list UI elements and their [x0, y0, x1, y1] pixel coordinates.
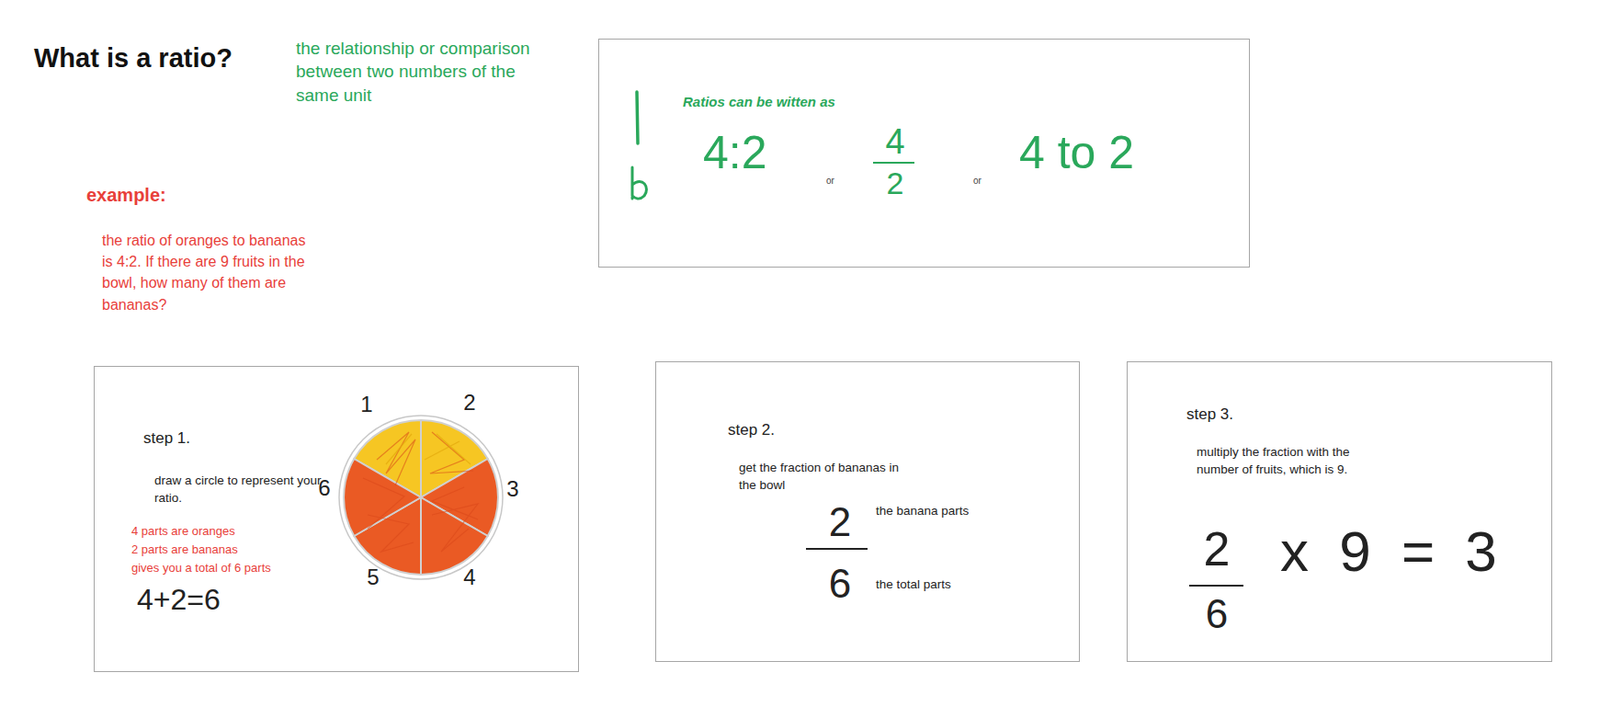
definition-text: the relationship or comparison between t… — [295, 36, 537, 107]
slice-number: 6 — [311, 476, 338, 500]
step-text: get the fraction of bananas in the bowl — [738, 459, 918, 495]
step-box: step 3. multiply the fraction with the nu… — [1126, 361, 1553, 662]
step-text: draw a circle to represent your ratio. — [154, 472, 322, 508]
annotation: the banana parts — [875, 503, 969, 519]
multiplication: x 9 = 3 — [1280, 522, 1498, 580]
annotation: the total parts — [875, 577, 952, 592]
step-box: step 2. get the fraction of bananas in th… — [655, 361, 1080, 662]
sum-equation: 4+2=6 — [136, 583, 221, 616]
fraction-bar — [1189, 584, 1244, 587]
numerator: 4 — [873, 124, 917, 159]
circle-outline — [339, 415, 503, 579]
fraction-bar — [805, 547, 868, 550]
colon-ratio: 4:2 — [703, 129, 768, 176]
step-heading: step 1. — [143, 429, 191, 448]
page-title: What is a ratio? — [34, 42, 233, 75]
note-line: 4 parts are oranges — [131, 523, 236, 539]
word-ratio: 4 to 2 — [1019, 129, 1135, 176]
scribble-mark — [632, 167, 647, 199]
ratio-circle — [339, 415, 503, 579]
denominator: 6 — [814, 563, 866, 604]
step-box: step 1. draw a circle to represent your r… — [93, 365, 579, 672]
note-line: gives you a total of 6 parts — [131, 560, 272, 576]
numerator: 2 — [1188, 524, 1246, 573]
step-heading: step 2. — [727, 420, 775, 440]
denominator: 2 — [873, 167, 917, 199]
box-heading: Ratios can be witten as — [682, 93, 836, 111]
scribble-fill — [363, 431, 478, 552]
slice-number: 4 — [456, 565, 483, 590]
step-heading: step 3. — [1186, 405, 1234, 424]
slice-number: 3 — [499, 476, 526, 501]
slice-number: 1 — [353, 392, 380, 417]
denominator: 6 — [1188, 593, 1246, 635]
fraction-bar — [873, 161, 915, 164]
step-text: multiply the fraction with the number of… — [1196, 443, 1366, 479]
scribble-fill — [385, 433, 471, 465]
notation-box: Ratios can be witten as 4:2 or 4 2 or 4 to 2 — [598, 38, 1250, 268]
example-text: the ratio of oranges to bananas is 4:2. … — [102, 229, 319, 316]
scribble-mark — [636, 91, 638, 144]
example-heading: example: — [86, 183, 167, 206]
or-word: or — [826, 175, 835, 187]
note-line: 2 parts are bananas — [131, 542, 239, 557]
slice-number: 5 — [360, 565, 386, 590]
numerator: 2 — [814, 501, 866, 543]
or-word: or — [973, 175, 982, 187]
slice-number: 2 — [456, 390, 483, 415]
